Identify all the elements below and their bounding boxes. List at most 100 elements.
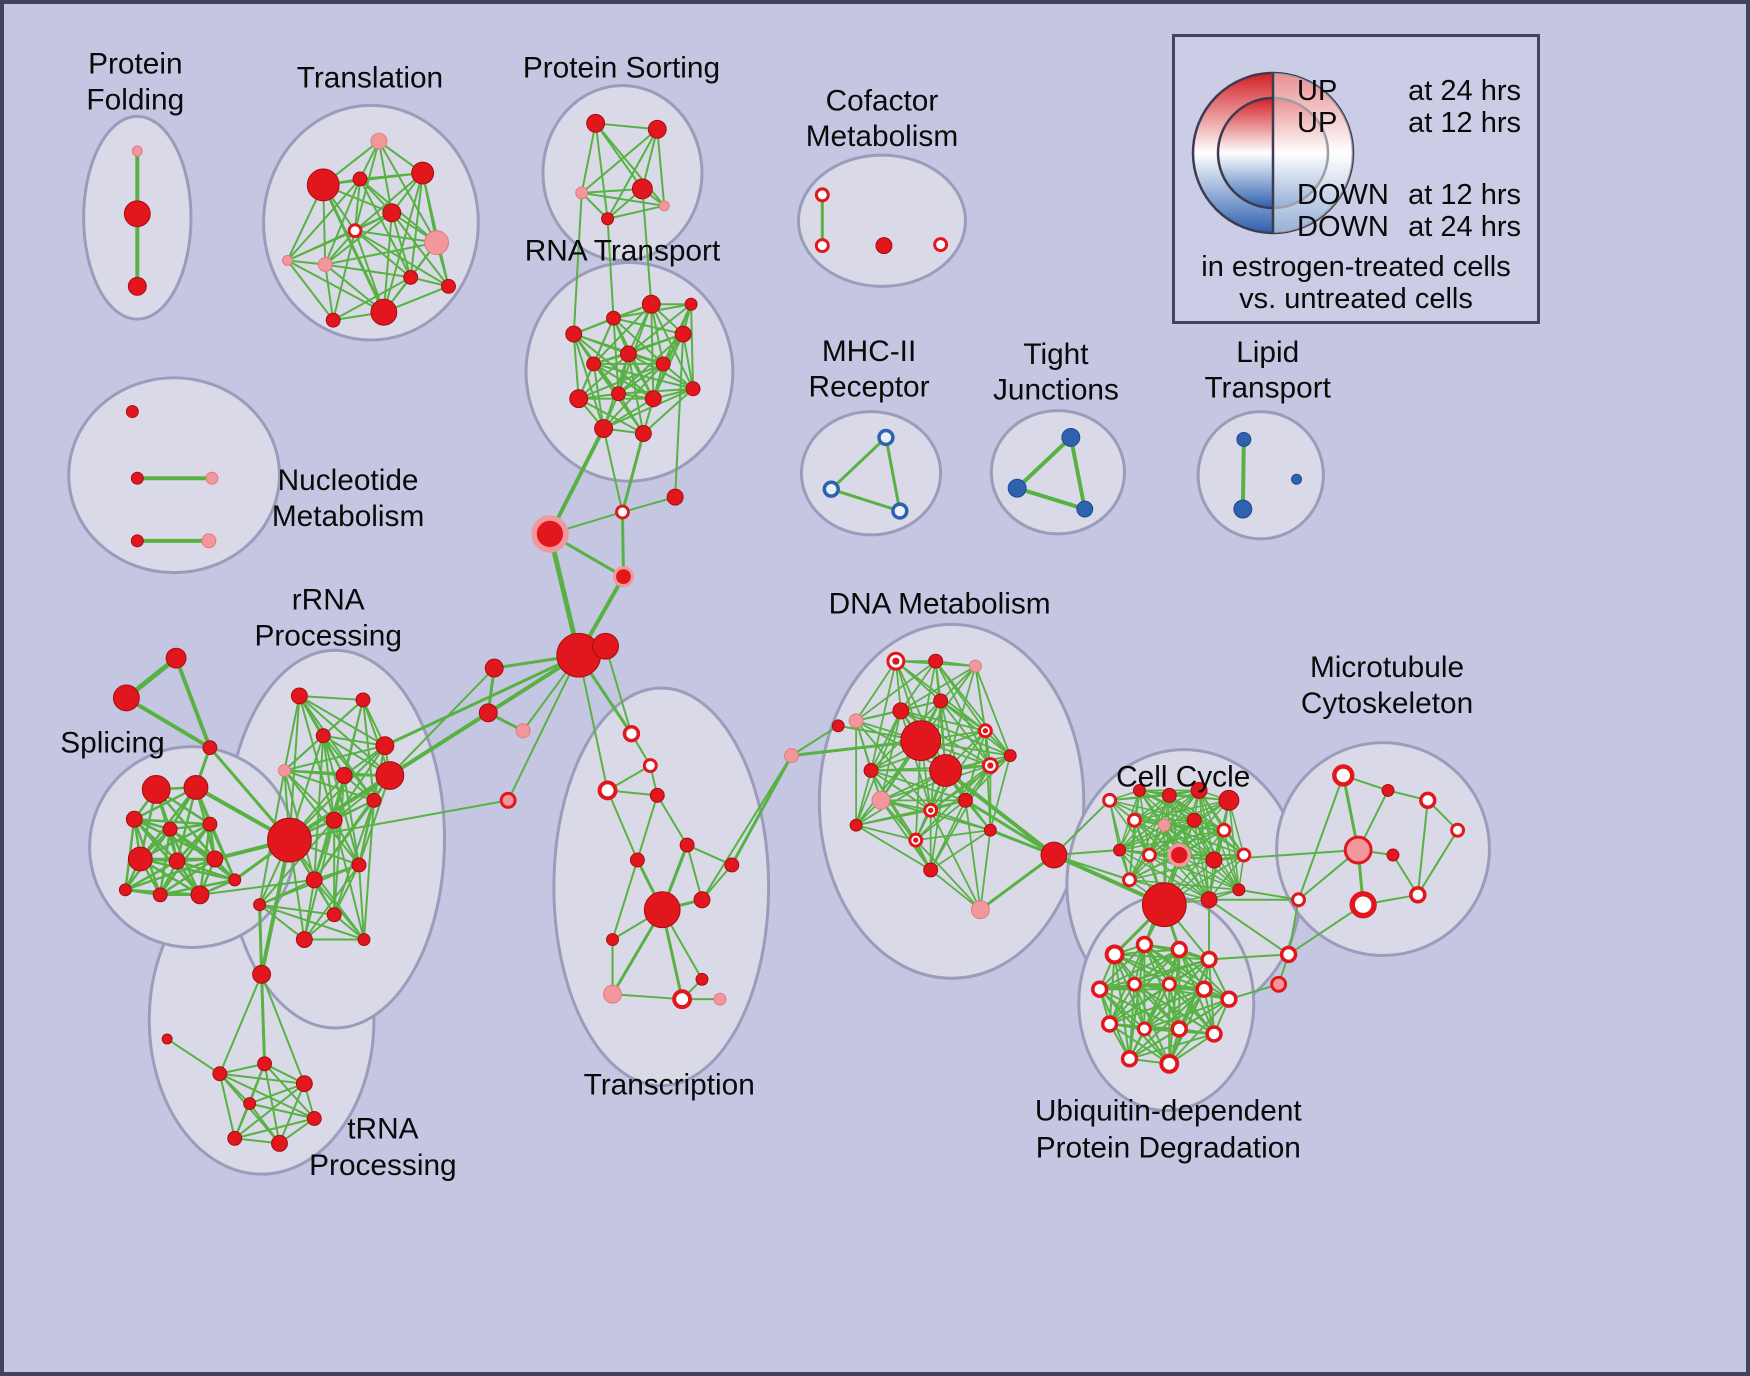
network-node[interactable] bbox=[515, 723, 531, 739]
network-node[interactable] bbox=[622, 725, 641, 743]
network-node[interactable] bbox=[190, 885, 210, 905]
network-node[interactable] bbox=[929, 754, 962, 787]
network-node[interactable] bbox=[968, 659, 982, 673]
network-node[interactable] bbox=[900, 720, 942, 762]
network-node[interactable] bbox=[603, 984, 622, 1004]
network-node[interactable] bbox=[295, 931, 313, 948]
network-node[interactable] bbox=[1200, 891, 1218, 909]
network-node[interactable] bbox=[317, 257, 333, 272]
network-node[interactable] bbox=[1205, 851, 1223, 869]
network-node[interactable] bbox=[1279, 945, 1298, 964]
network-node[interactable] bbox=[424, 230, 449, 256]
network-node[interactable] bbox=[325, 811, 343, 829]
network-node[interactable] bbox=[112, 684, 140, 712]
network-node[interactable] bbox=[647, 119, 667, 139]
network-node[interactable] bbox=[970, 900, 990, 920]
network-node[interactable] bbox=[892, 702, 910, 720]
network-node[interactable] bbox=[1136, 1021, 1152, 1037]
network-node[interactable] bbox=[849, 818, 863, 832]
network-node[interactable] bbox=[201, 533, 217, 549]
network-node[interactable] bbox=[281, 255, 293, 266]
network-node[interactable] bbox=[611, 386, 626, 402]
network-node[interactable] bbox=[165, 647, 187, 669]
network-node[interactable] bbox=[1409, 886, 1427, 904]
network-node[interactable] bbox=[227, 1130, 243, 1146]
network-node[interactable] bbox=[1343, 835, 1373, 865]
network-node[interactable] bbox=[1349, 891, 1377, 919]
network-node[interactable] bbox=[724, 857, 740, 873]
network-node[interactable] bbox=[923, 862, 939, 878]
network-node[interactable] bbox=[484, 658, 504, 678]
network-node[interactable] bbox=[693, 891, 711, 909]
network-node[interactable] bbox=[863, 763, 879, 778]
network-node[interactable] bbox=[713, 992, 727, 1006]
network-node[interactable] bbox=[1090, 980, 1109, 998]
network-node[interactable] bbox=[1141, 882, 1187, 928]
network-node[interactable] bbox=[1127, 812, 1142, 828]
network-node[interactable] bbox=[205, 471, 219, 485]
network-node[interactable] bbox=[1161, 787, 1177, 803]
network-node[interactable] bbox=[267, 817, 312, 863]
network-node[interactable] bbox=[848, 713, 864, 729]
network-node[interactable] bbox=[1170, 940, 1188, 959]
network-node[interactable] bbox=[597, 780, 618, 801]
network-node[interactable] bbox=[1113, 843, 1127, 857]
network-node[interactable] bbox=[629, 852, 645, 868]
network-node[interactable] bbox=[933, 693, 949, 709]
network-node[interactable] bbox=[1291, 892, 1306, 908]
network-node[interactable] bbox=[1270, 975, 1288, 993]
network-node[interactable] bbox=[118, 883, 132, 897]
network-node[interactable] bbox=[1232, 883, 1246, 897]
network-node[interactable] bbox=[569, 389, 589, 409]
network-node[interactable] bbox=[672, 989, 693, 1010]
network-node[interactable] bbox=[1190, 781, 1208, 799]
network-node[interactable] bbox=[1061, 428, 1081, 447]
network-node[interactable] bbox=[370, 298, 398, 326]
network-node[interactable] bbox=[831, 719, 845, 733]
network-node[interactable] bbox=[1120, 1050, 1139, 1068]
network-node[interactable] bbox=[1220, 990, 1238, 1008]
network-node[interactable] bbox=[1291, 473, 1303, 485]
network-node[interactable] bbox=[352, 171, 368, 187]
network-node[interactable] bbox=[127, 276, 147, 296]
network-node[interactable] bbox=[375, 736, 395, 756]
network-node[interactable] bbox=[499, 791, 517, 809]
network-node[interactable] bbox=[684, 297, 698, 311]
network-node[interactable] bbox=[612, 566, 634, 588]
network-node[interactable] bbox=[1132, 783, 1146, 797]
network-node[interactable] bbox=[1205, 1025, 1223, 1043]
network-node[interactable] bbox=[658, 200, 670, 212]
network-node[interactable] bbox=[695, 972, 709, 986]
network-node[interactable] bbox=[1233, 499, 1253, 519]
network-node[interactable] bbox=[814, 187, 830, 203]
network-node[interactable] bbox=[355, 692, 371, 708]
network-node[interactable] bbox=[441, 278, 456, 294]
network-node[interactable] bbox=[315, 728, 331, 744]
network-node[interactable] bbox=[162, 821, 178, 837]
network-node[interactable] bbox=[601, 212, 615, 226]
network-node[interactable] bbox=[642, 758, 658, 774]
network-node[interactable] bbox=[531, 515, 569, 553]
network-node[interactable] bbox=[1419, 791, 1437, 810]
network-node[interactable] bbox=[335, 767, 353, 784]
network-node[interactable] bbox=[202, 740, 218, 756]
network-node[interactable] bbox=[822, 480, 840, 498]
network-node[interactable] bbox=[634, 425, 652, 442]
network-node[interactable] bbox=[351, 857, 367, 873]
network-node[interactable] bbox=[325, 312, 341, 328]
network-node[interactable] bbox=[375, 761, 405, 790]
network-node[interactable] bbox=[606, 933, 619, 946]
network-node[interactable] bbox=[411, 161, 435, 185]
network-node[interactable] bbox=[141, 774, 171, 804]
network-node[interactable] bbox=[784, 748, 799, 764]
network-node[interactable] bbox=[1135, 935, 1154, 954]
network-node[interactable] bbox=[1236, 847, 1252, 863]
network-node[interactable] bbox=[1159, 1053, 1180, 1074]
network-node[interactable] bbox=[290, 687, 308, 705]
network-node[interactable] bbox=[575, 186, 589, 200]
network-node[interactable] bbox=[357, 933, 371, 946]
network-node[interactable] bbox=[1216, 822, 1232, 838]
network-node[interactable] bbox=[586, 356, 602, 372]
network-node[interactable] bbox=[1167, 843, 1191, 867]
network-node[interactable] bbox=[382, 203, 402, 223]
